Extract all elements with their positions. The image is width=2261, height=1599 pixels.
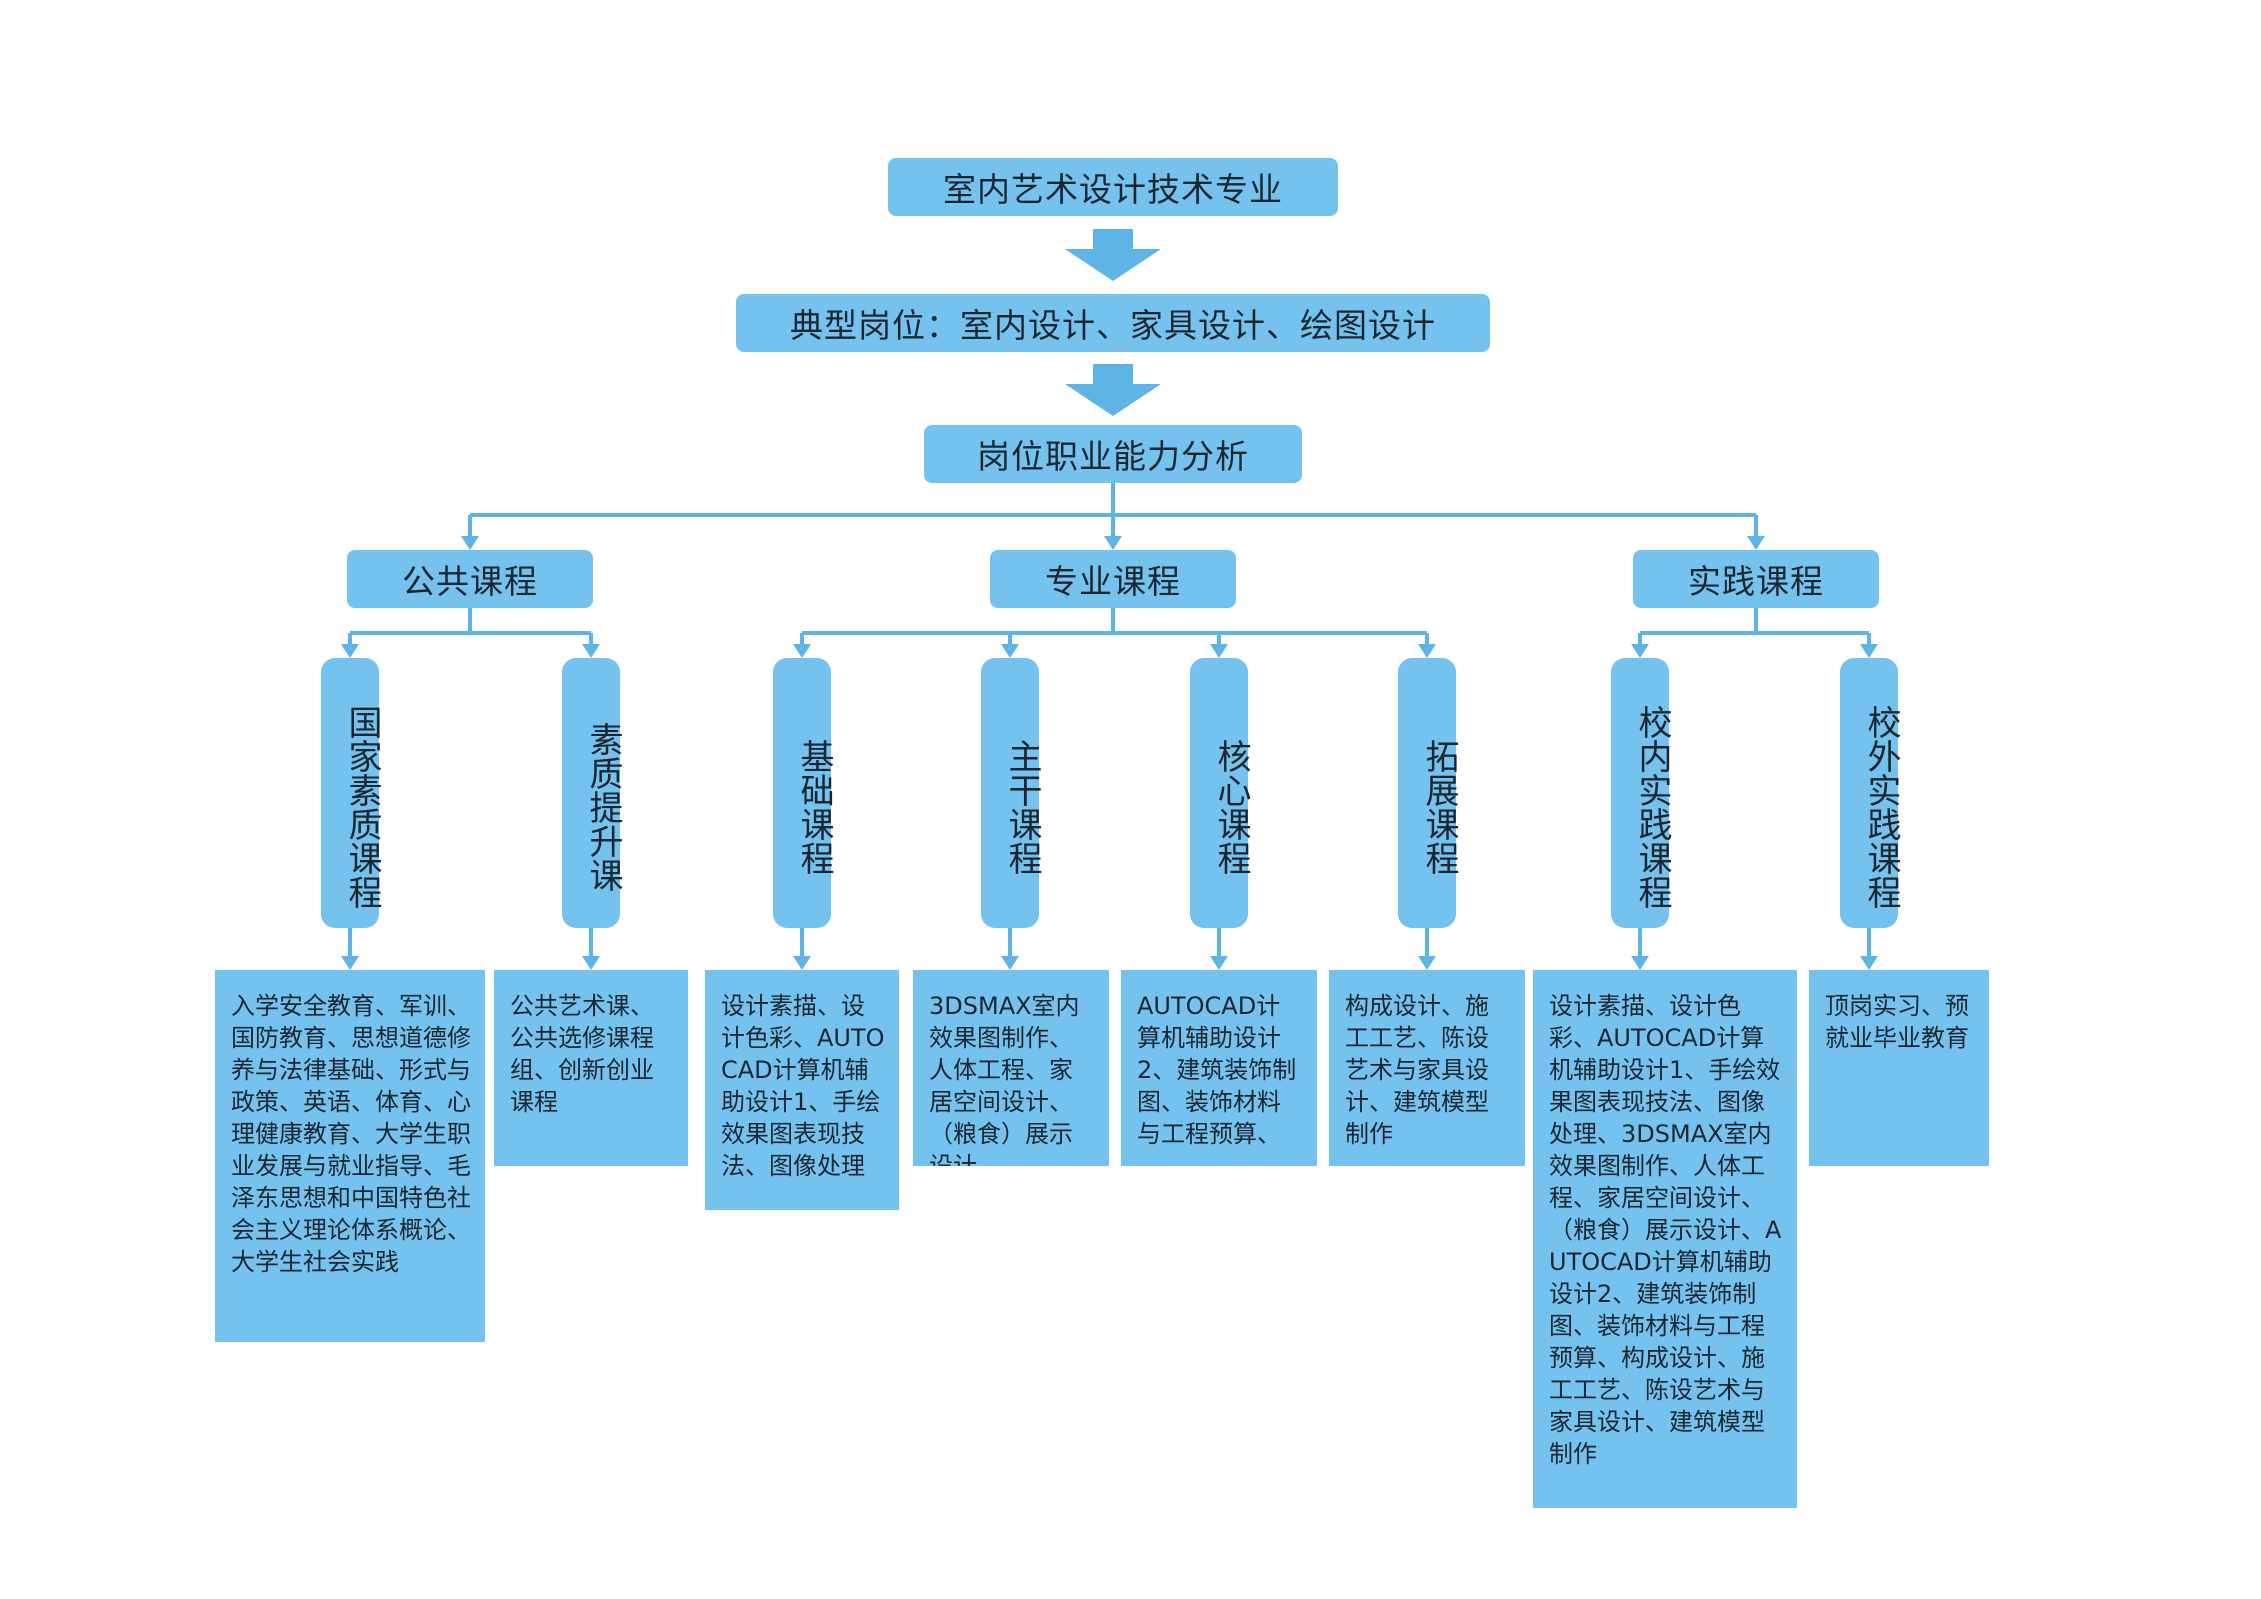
desc-national-quality: 入学安全教育、军训、国防教育、思想道德修养与法律基础、形式与政策、英语、体育、心… xyxy=(215,970,485,1342)
desc-main-courses: 3DSMAX室内效果图制作、人体工程、家居空间设计、（粮食）展示设计 xyxy=(913,970,1109,1166)
sub-core-courses: 核心课程 xyxy=(1190,658,1251,928)
arrow-desc-2-1-arrowhead xyxy=(1860,956,1878,970)
arrow-desc-1-3-arrowhead xyxy=(1418,956,1436,970)
sub-national-quality-courses: 国家素质课程 xyxy=(321,658,382,928)
competency-analysis: 岗位职业能力分析 xyxy=(924,425,1302,483)
arrow-to-public-arrowhead xyxy=(461,536,479,550)
category-professional-courses: 专业课程 xyxy=(990,550,1236,608)
arrow-sub-0-1-arrowhead xyxy=(582,644,600,658)
sub-extension-courses: 拓展课程 xyxy=(1398,658,1459,928)
sub-on-campus-practice: 校内实践课程 xyxy=(1611,658,1672,928)
sub-basic-courses: 基础课程 xyxy=(773,658,834,928)
arrow-to-professional-arrowhead xyxy=(1104,536,1122,550)
desc-extension-courses: 构成设计、施工工艺、陈设艺术与家具设计、建筑模型制作 xyxy=(1329,970,1525,1166)
desc-core-courses: AUTOCAD计算机辅助设计2、建筑装饰制图、装饰材料与工程预算、 xyxy=(1121,970,1317,1166)
arrow-sub-1-0-arrowhead xyxy=(793,644,811,658)
sub-main-courses: 主干课程 xyxy=(981,658,1042,928)
arrow-sub-1-2-arrowhead xyxy=(1210,644,1228,658)
desc-quality-improvement: 公共艺术课、公共选修课程组、创新创业课程 xyxy=(494,970,688,1166)
arrow-desc-1-0-arrowhead xyxy=(793,956,811,970)
arrow-sub-2-0-arrowhead xyxy=(1631,644,1649,658)
major-title: 室内艺术设计技术专业 xyxy=(888,158,1338,216)
desc-off-campus-practice: 顶岗实习、预就业毕业教育 xyxy=(1809,970,1989,1166)
category-public-courses: 公共课程 xyxy=(347,550,593,608)
sub-quality-improvement: 素质提升课 xyxy=(562,658,623,928)
arrow-desc-1-2-arrowhead xyxy=(1210,956,1228,970)
arrow-desc-0-0-arrowhead xyxy=(341,956,359,970)
arrow-sub-1-1-arrowhead xyxy=(1001,644,1019,658)
arrow-sub-2-1-arrowhead xyxy=(1860,644,1878,658)
desc-basic-courses: 设计素描、设计色彩、AUTOCAD计算机辅助设计1、手绘效果图表现技法、图像处理 xyxy=(705,970,899,1210)
arrow-sub-0-0-arrowhead xyxy=(341,644,359,658)
arrow-desc-1-1-arrowhead xyxy=(1001,956,1019,970)
category-practice-courses: 实践课程 xyxy=(1633,550,1879,608)
arrow-to-practice-arrowhead xyxy=(1747,536,1765,550)
down-arrow-1 xyxy=(1065,229,1161,281)
desc-on-campus-practice: 设计素描、设计色彩、AUTOCAD计算机辅助设计1、手绘效果图表现技法、图像处理… xyxy=(1533,970,1797,1508)
arrow-desc-2-0-arrowhead xyxy=(1631,956,1649,970)
arrow-sub-1-3-arrowhead xyxy=(1418,644,1436,658)
arrow-desc-0-1-arrowhead xyxy=(582,956,600,970)
sub-off-campus-practice: 校外实践课程 xyxy=(1840,658,1901,928)
typical-positions: 典型岗位：室内设计、家具设计、绘图设计 xyxy=(736,294,1490,352)
down-arrow-2 xyxy=(1065,364,1161,416)
